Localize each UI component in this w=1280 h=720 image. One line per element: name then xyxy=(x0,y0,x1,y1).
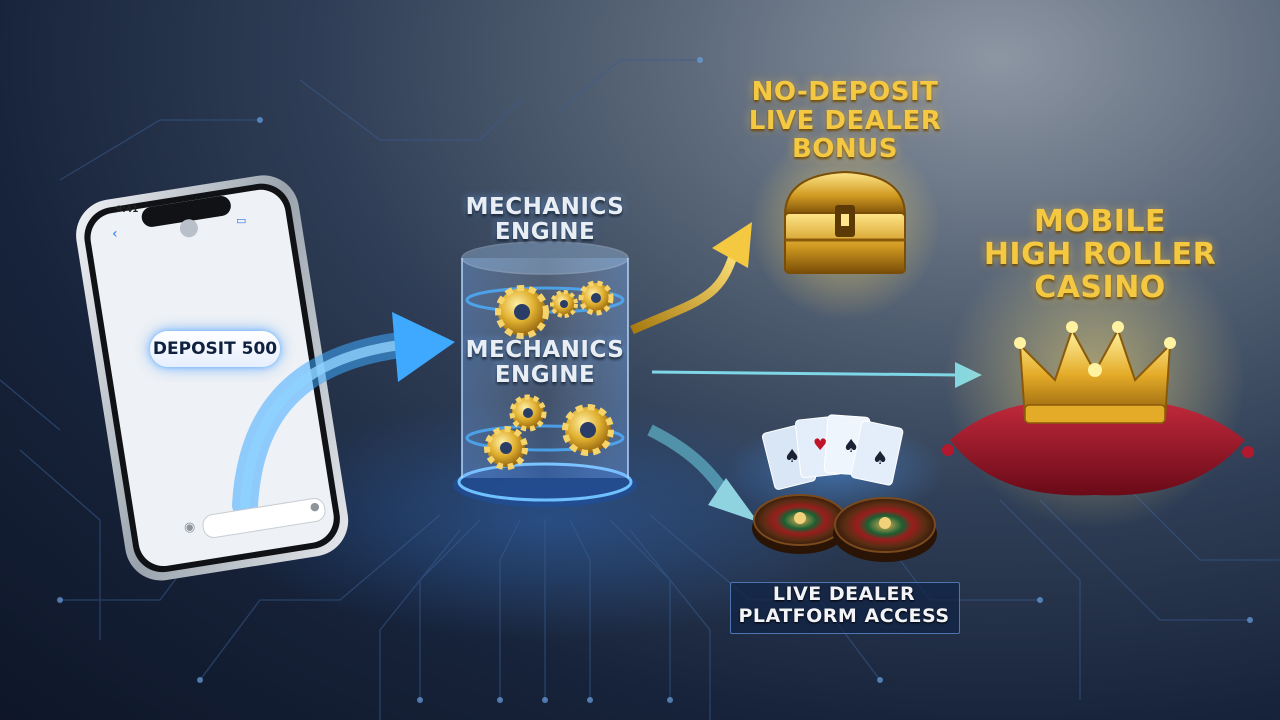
mic-icon: ● xyxy=(310,500,320,513)
gear-icon xyxy=(550,290,578,318)
gear-icon xyxy=(484,426,528,470)
gear-icon xyxy=(495,285,549,339)
engine-top-label: MECHANICS ENGINE xyxy=(465,194,625,246)
engine-inner-label: MECHANICS ENGINE xyxy=(465,337,625,389)
platform-label: LIVE DEALER PLATFORM ACCESS xyxy=(738,583,950,627)
arrow-to-high-roller xyxy=(651,370,961,377)
deposit-message-bubble: DEPOSIT 500 xyxy=(150,331,280,367)
arrow-to-bonus xyxy=(630,248,740,335)
gear-icon xyxy=(509,394,547,432)
svg-text:♠: ♠ xyxy=(784,446,800,467)
gear-icon xyxy=(562,404,614,456)
playing-cards-icon: ♠ ♥ ♠ ♠ xyxy=(761,414,904,490)
back-icon: ‹ xyxy=(112,226,118,242)
video-icon: ▭ xyxy=(236,214,247,227)
svg-text:♥: ♥ xyxy=(813,435,827,454)
high-roller-label: MOBILE HIGH ROLLER CASINO xyxy=(983,204,1217,305)
phone-status-time: 9:41 xyxy=(116,205,139,215)
roulette-wheel-icon xyxy=(833,497,937,562)
svg-text:♠: ♠ xyxy=(843,436,859,457)
camera-icon: ◉ xyxy=(184,520,196,535)
svg-text:♠: ♠ xyxy=(872,448,888,469)
roulette-wheel-icon xyxy=(752,494,848,554)
bonus-label: NO-DEPOSIT LIVE DEALER BONUS xyxy=(748,77,942,165)
platform-label-box xyxy=(730,582,960,634)
gear-icon xyxy=(578,280,614,316)
